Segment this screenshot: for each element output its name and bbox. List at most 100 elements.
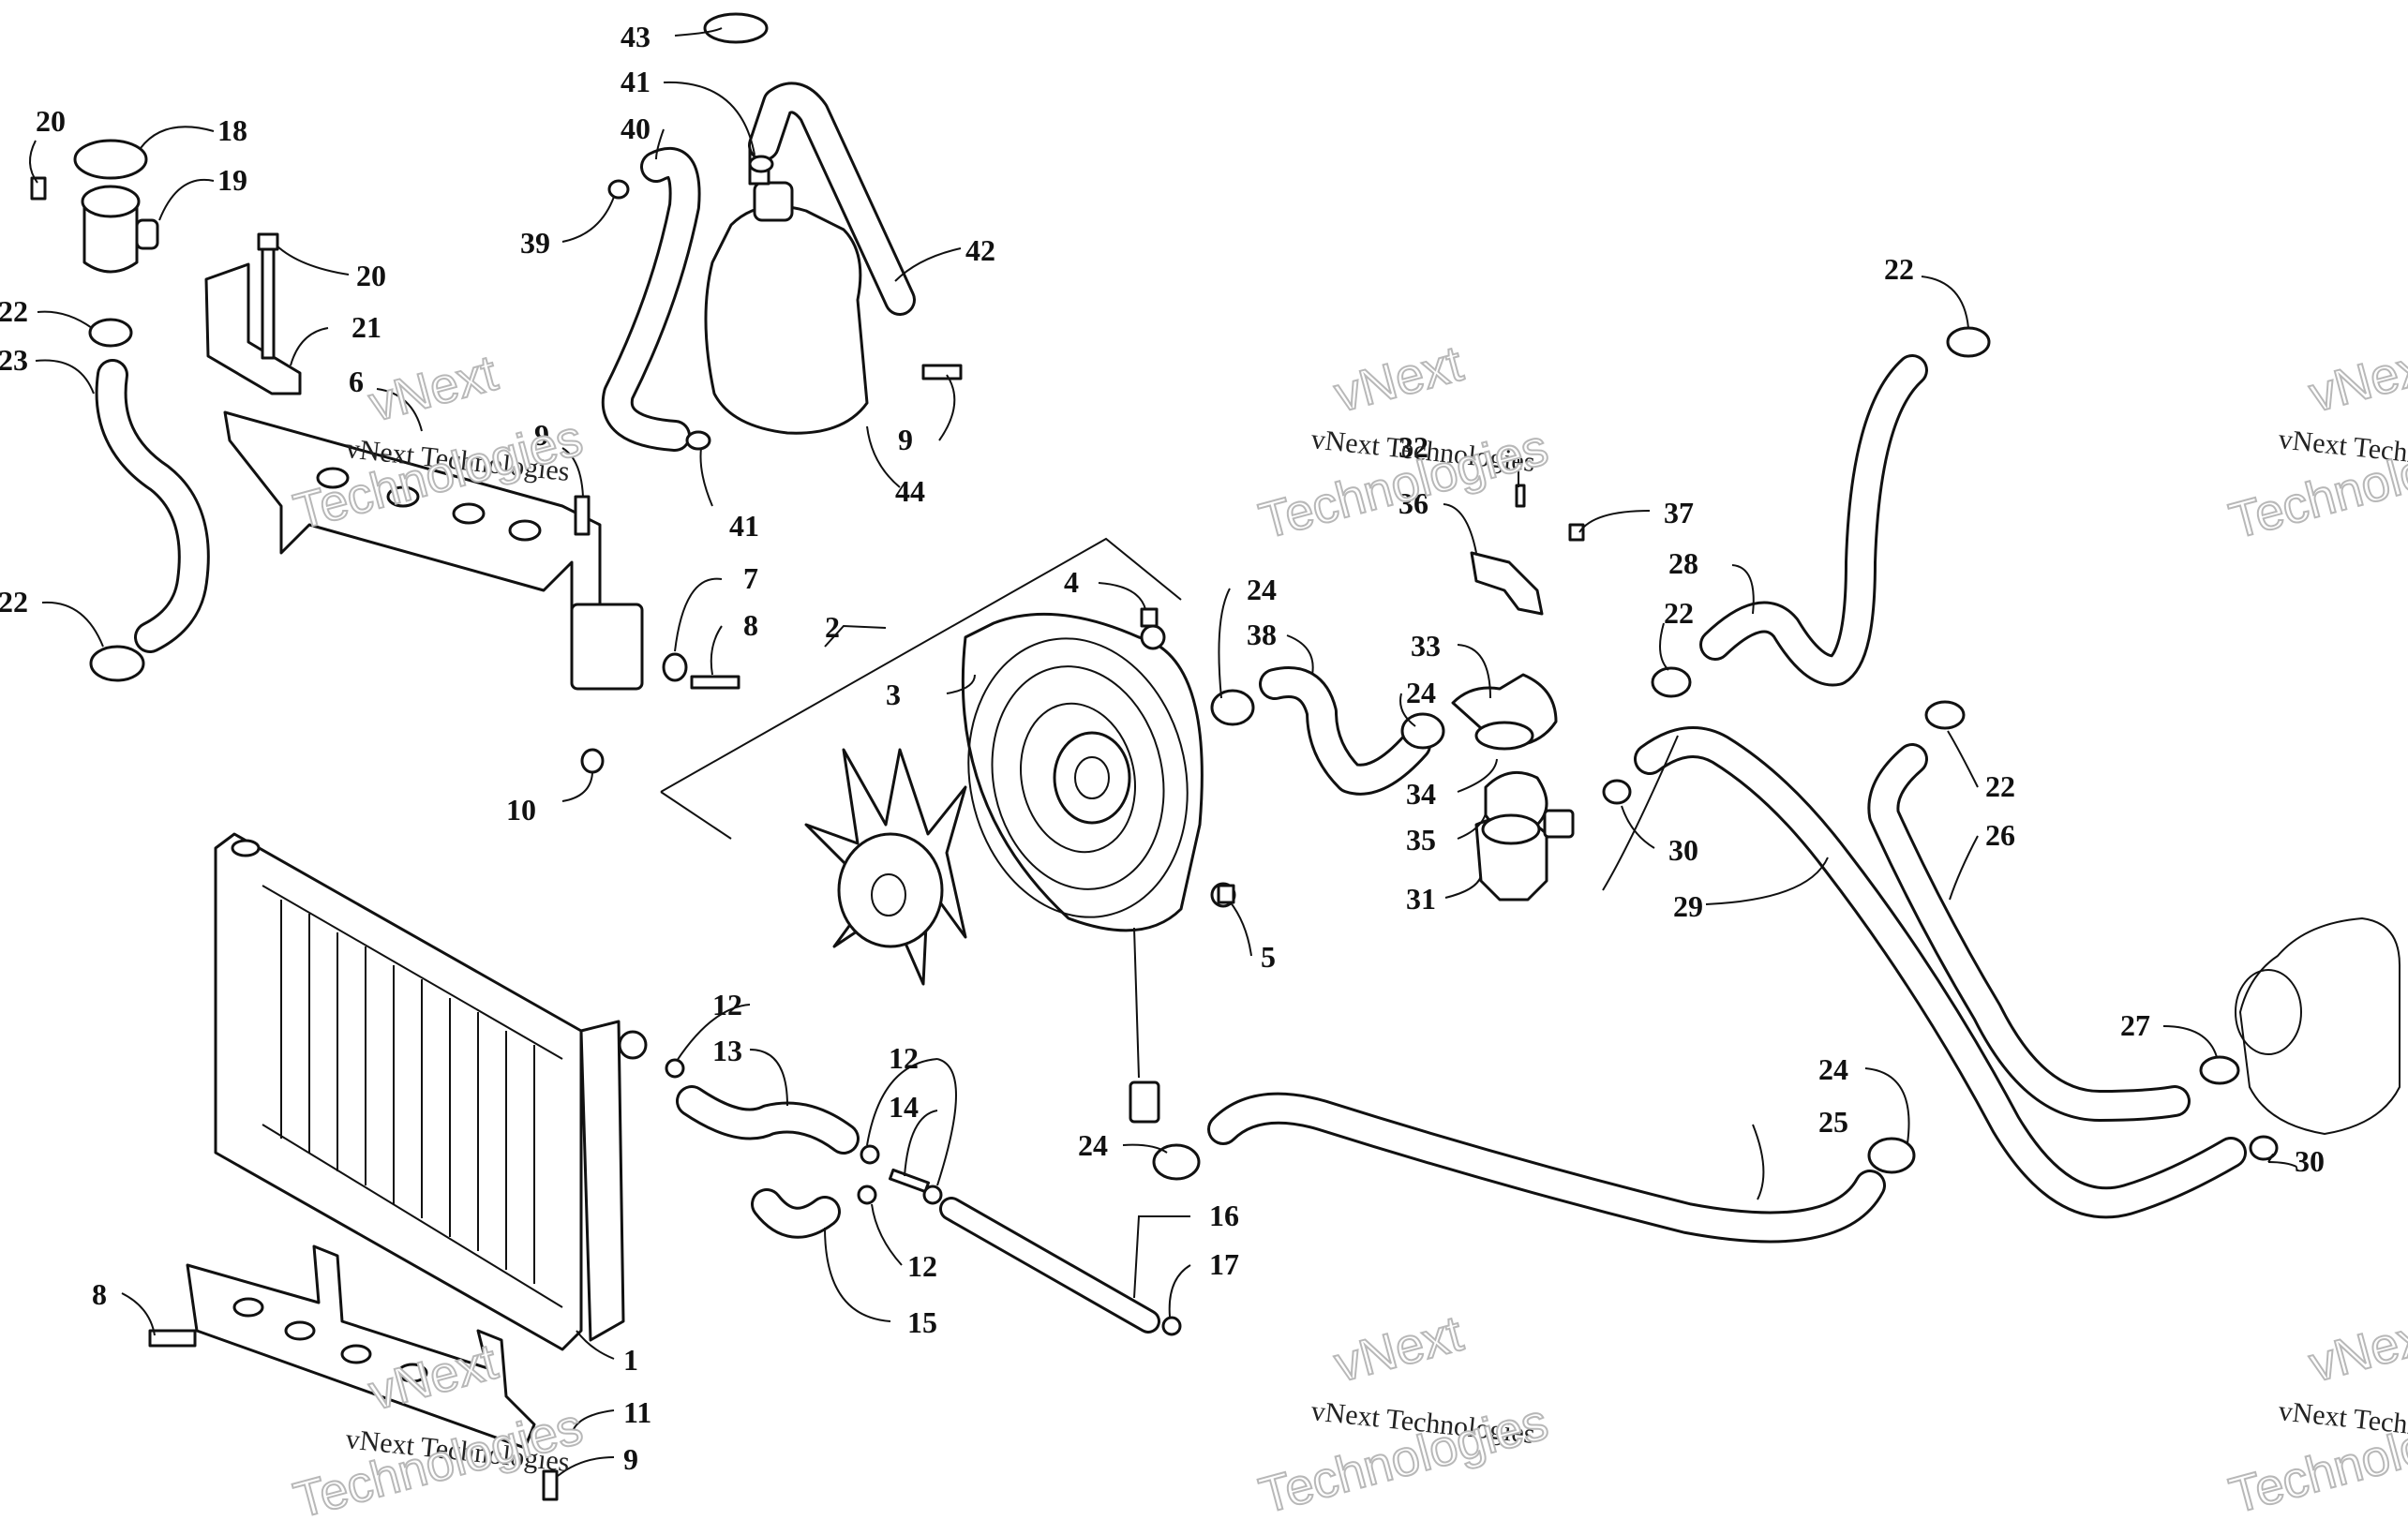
callout-17: 17 bbox=[1209, 1247, 1239, 1281]
clamp-27 bbox=[2199, 1055, 2240, 1085]
callout-41-lower: 41 bbox=[729, 509, 759, 543]
callout-1: 1 bbox=[623, 1343, 638, 1377]
hose-40 bbox=[601, 146, 701, 452]
clamp-12-b bbox=[860, 1144, 880, 1165]
callout-8-lower: 8 bbox=[92, 1277, 107, 1311]
fan-shroud-3 bbox=[961, 612, 1236, 1124]
clamp-22-right bbox=[1924, 700, 1966, 730]
bolt-8-upper bbox=[690, 675, 740, 690]
leader-lines bbox=[29, 27, 2297, 1477]
callout-34: 34 bbox=[1406, 777, 1436, 811]
callout-6: 6 bbox=[349, 365, 364, 398]
radiator-cap-assembly bbox=[30, 139, 159, 274]
callout-24-lower-left: 24 bbox=[1078, 1128, 1108, 1162]
bracket-21 bbox=[204, 232, 302, 395]
clamp-41-lower bbox=[685, 430, 711, 451]
screw-9-bracket bbox=[574, 495, 591, 536]
callout-44: 44 bbox=[895, 474, 925, 508]
callout-41-upper: 41 bbox=[621, 65, 651, 98]
callout-24-thermostat: 24 bbox=[1406, 676, 1436, 709]
callout-38: 38 bbox=[1247, 618, 1277, 651]
lower-bracket-11 bbox=[148, 1244, 559, 1501]
watermark-brand-2: vNext bbox=[1329, 335, 1469, 424]
watermark-brand-6: vNext bbox=[2304, 1305, 2408, 1393]
callout-12-fitting: 12 bbox=[889, 1041, 919, 1075]
callout-24-upper: 24 bbox=[1247, 573, 1277, 606]
callout-19: 19 bbox=[217, 163, 247, 197]
radiator-1 bbox=[214, 832, 648, 1351]
clamp-24-c bbox=[1152, 1143, 1201, 1181]
callout-9-bracket: 9 bbox=[534, 418, 549, 452]
callout-20-cap-screw: 20 bbox=[36, 104, 66, 138]
clamp-22-mid bbox=[1651, 666, 1692, 698]
clamp-30-a bbox=[1602, 779, 1632, 805]
callout-9-lower: 9 bbox=[623, 1442, 638, 1476]
clamp-24-b bbox=[1400, 712, 1445, 750]
washer-7 bbox=[662, 652, 688, 682]
callout-36: 36 bbox=[1398, 486, 1428, 520]
hose-13 bbox=[676, 1085, 860, 1155]
hose-15 bbox=[751, 1188, 841, 1239]
hose-42 bbox=[748, 82, 916, 316]
hose-38 bbox=[1259, 666, 1431, 796]
callout-35: 35 bbox=[1406, 823, 1436, 857]
callout-23: 23 bbox=[0, 343, 28, 377]
callout-32: 32 bbox=[1398, 430, 1428, 464]
callout-33: 33 bbox=[1411, 629, 1441, 663]
callout-26: 26 bbox=[1985, 818, 2015, 852]
callout-labels: 20 18 19 20 21 22 23 6 22 9 7 8 10 43 41… bbox=[0, 20, 2325, 1476]
callout-30-thermostat: 30 bbox=[1668, 833, 1698, 867]
callout-13: 13 bbox=[712, 1034, 742, 1067]
callout-43: 43 bbox=[621, 20, 651, 53]
screw-9-tank bbox=[921, 364, 963, 380]
callout-20-bracket-screw: 20 bbox=[356, 259, 386, 292]
hose-28 bbox=[1699, 354, 1928, 687]
callout-39: 39 bbox=[520, 226, 550, 260]
callout-40: 40 bbox=[621, 112, 651, 145]
clamp-22-top bbox=[1946, 326, 1991, 358]
callout-16: 16 bbox=[1209, 1199, 1239, 1232]
callout-12-lower: 12 bbox=[907, 1249, 937, 1283]
callout-12-radiator: 12 bbox=[712, 988, 742, 1021]
clamp-22-lower-left bbox=[89, 645, 145, 682]
hose-23 bbox=[95, 359, 210, 653]
callout-7: 7 bbox=[743, 561, 758, 595]
screw-4 bbox=[1140, 607, 1159, 628]
overflow-tank-44 bbox=[703, 12, 869, 435]
callout-15: 15 bbox=[907, 1305, 937, 1339]
callout-22-upper-left: 22 bbox=[0, 294, 28, 328]
callout-5: 5 bbox=[1261, 940, 1276, 974]
clamp-24-a bbox=[1210, 689, 1255, 726]
upper-bracket-6 bbox=[223, 410, 644, 691]
nut-10 bbox=[580, 748, 605, 774]
clamp-12-d bbox=[922, 1185, 943, 1205]
callout-11: 11 bbox=[623, 1395, 651, 1429]
tube-16 bbox=[939, 1197, 1182, 1336]
fan-blade-2 bbox=[660, 537, 1182, 986]
callout-29: 29 bbox=[1673, 889, 1703, 923]
hose-29 bbox=[1634, 726, 2247, 1219]
callout-28: 28 bbox=[1668, 546, 1698, 580]
callout-25: 25 bbox=[1818, 1105, 1848, 1139]
callout-18: 18 bbox=[217, 113, 247, 147]
callout-21: 21 bbox=[351, 310, 381, 344]
watermarks: vNext Technologies vNext Technologies vN… bbox=[288, 335, 2408, 1520]
clamp-30-b bbox=[2249, 1135, 2279, 1161]
callout-22-top-right: 22 bbox=[1884, 252, 1914, 286]
callout-4: 4 bbox=[1064, 565, 1079, 599]
fitting-14 bbox=[888, 1168, 931, 1194]
clamp-39 bbox=[607, 179, 630, 200]
callout-22-thermostat: 22 bbox=[1664, 596, 1694, 630]
callout-37: 37 bbox=[1664, 496, 1694, 529]
callout-24-lower-right: 24 bbox=[1818, 1052, 1848, 1086]
callout-14: 14 bbox=[889, 1090, 919, 1124]
callout-10: 10 bbox=[506, 793, 536, 827]
thermostat-assembly bbox=[1451, 484, 1585, 902]
callout-3: 3 bbox=[886, 678, 901, 711]
clamp-12-a bbox=[665, 1058, 685, 1079]
callout-27: 27 bbox=[2120, 1008, 2150, 1042]
watermark-brand-5: vNext bbox=[1329, 1305, 1469, 1393]
clamp-22-upper-left bbox=[88, 318, 133, 348]
watermark-brand-3: vNext bbox=[2304, 335, 2408, 424]
